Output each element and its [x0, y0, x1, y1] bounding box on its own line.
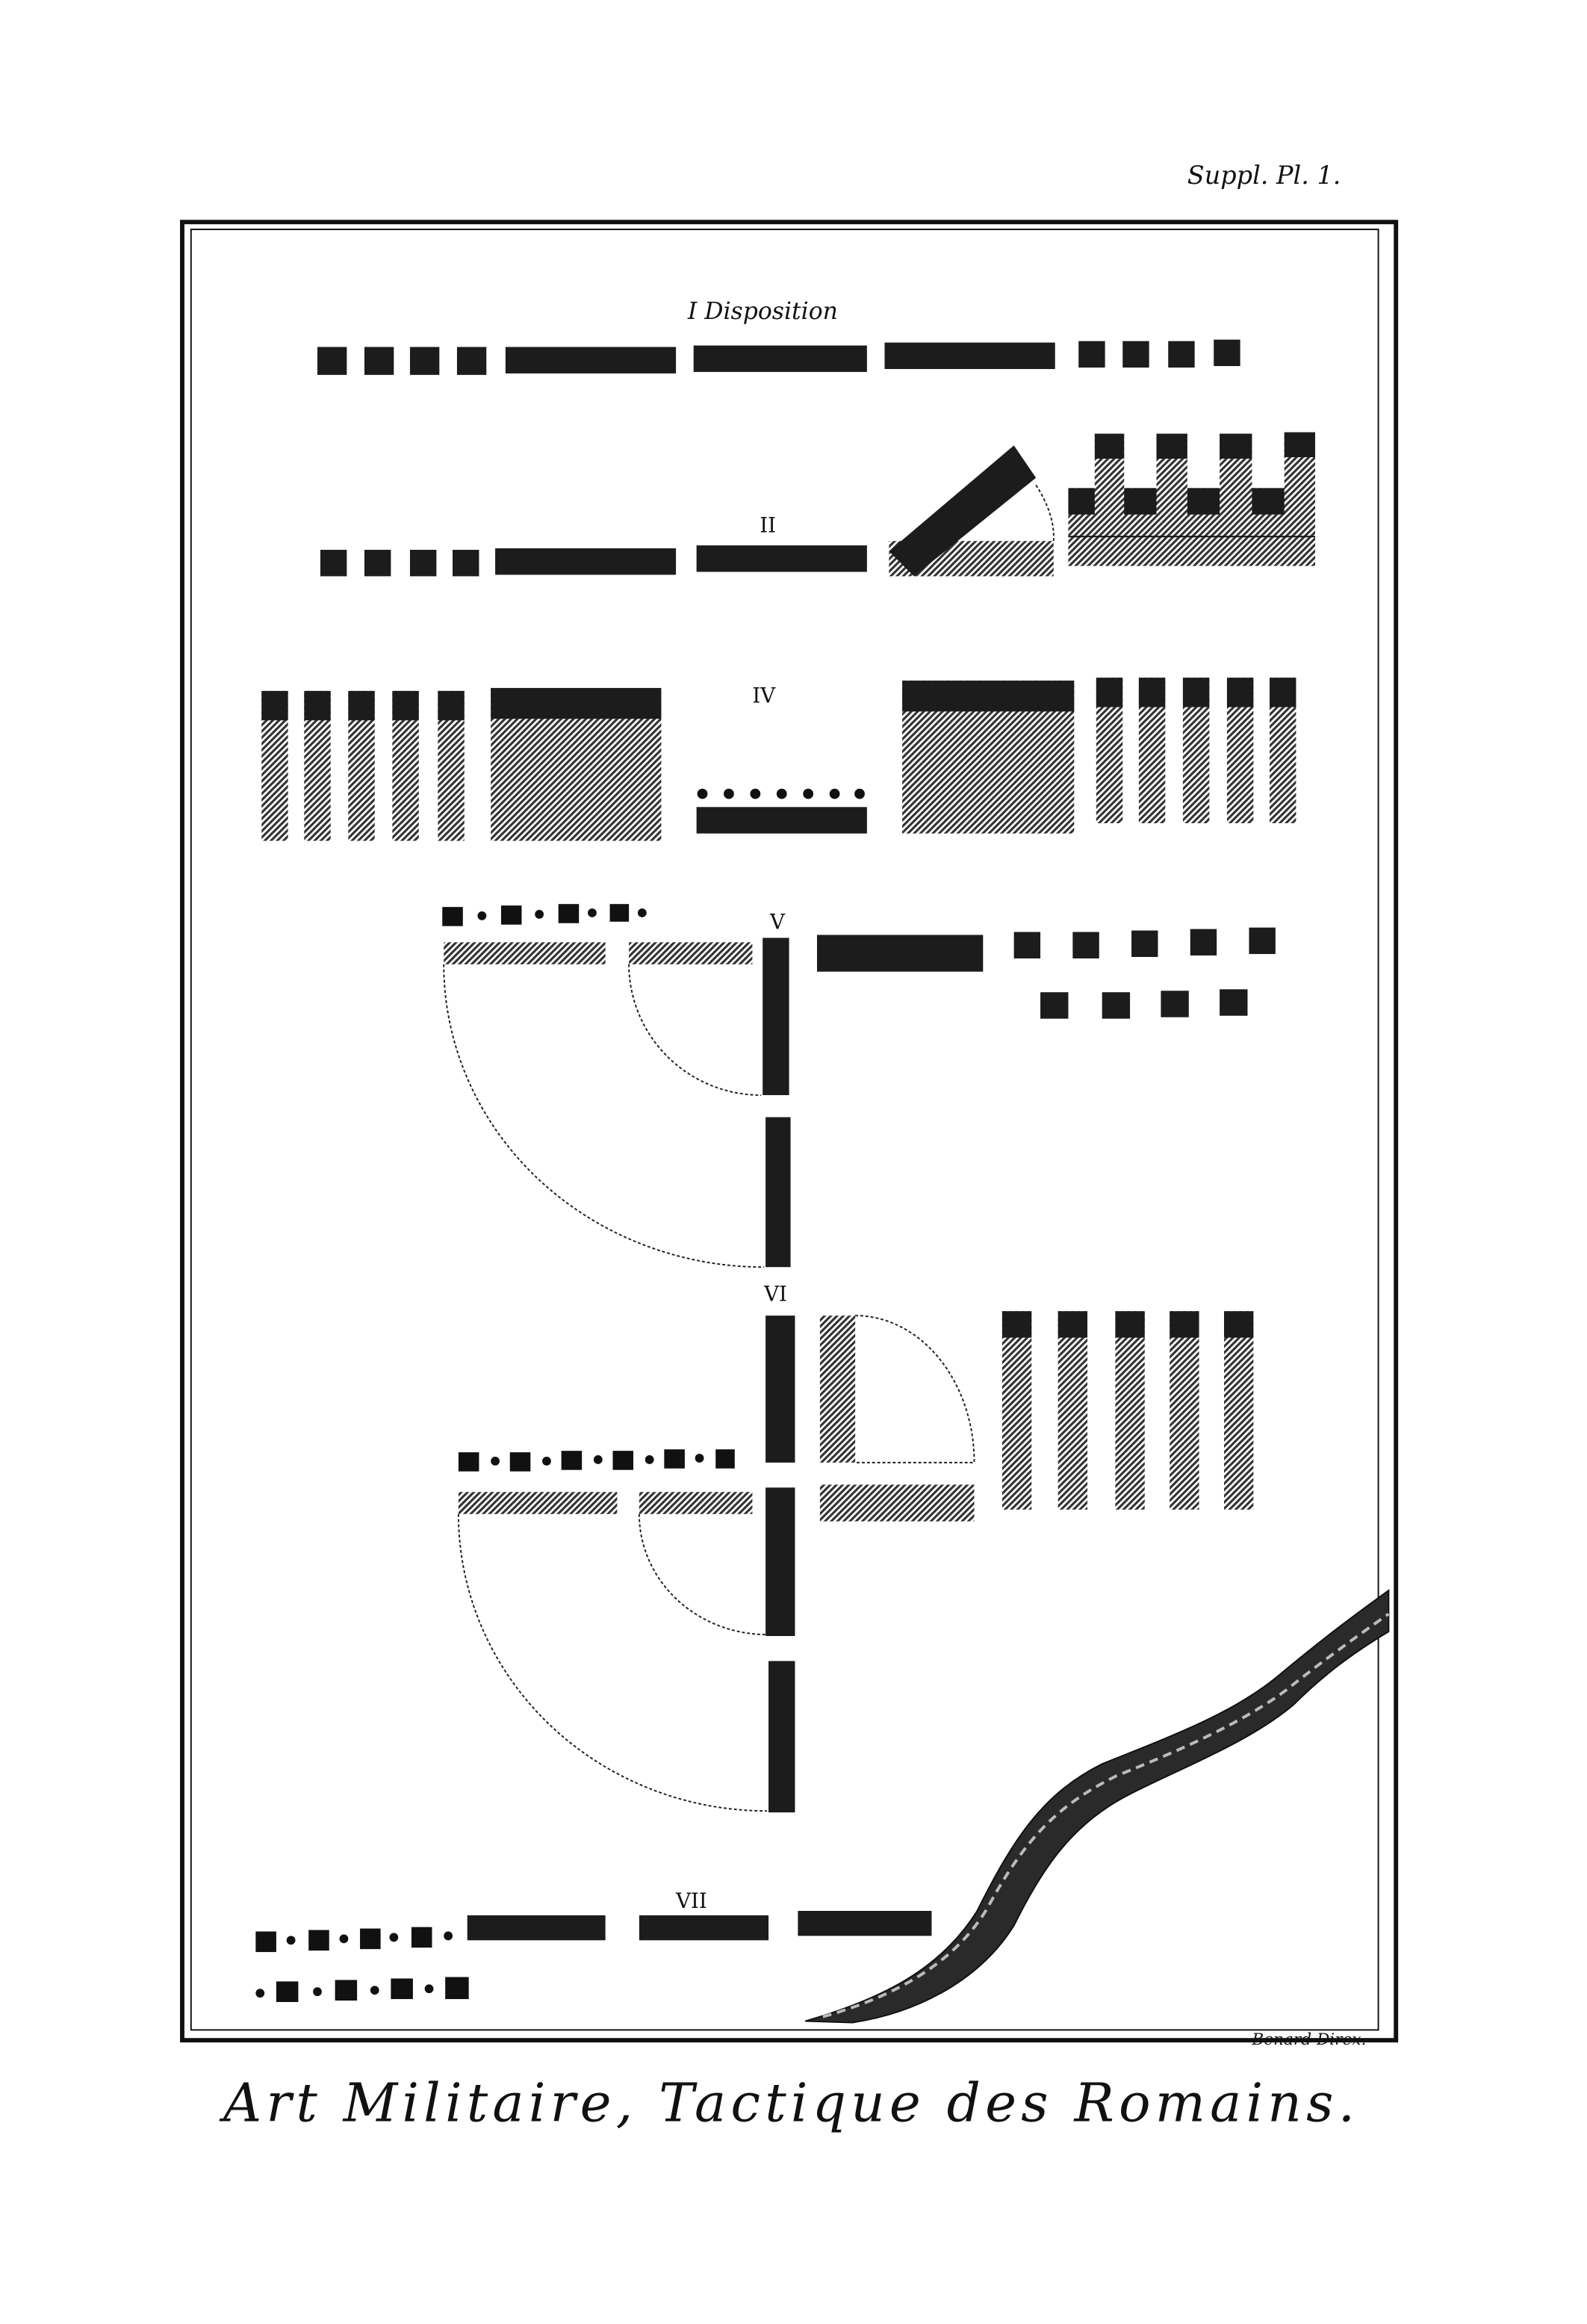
wheel-arc-outer: [443, 964, 765, 1268]
wheel-arc-inner: [638, 1513, 768, 1636]
figure-vii-label: VII: [675, 1889, 707, 1913]
velites-square: [456, 347, 487, 375]
velites-square: [317, 347, 347, 375]
figure-i-disposition: [317, 339, 1240, 375]
right-columns: [1096, 678, 1296, 823]
plate-number: Suppl. Pl. 1.: [1187, 161, 1341, 190]
velites-dots: [697, 788, 865, 799]
figure-vii: [255, 1910, 932, 2002]
velites-square: [364, 347, 394, 375]
figure-i-label: I Disposition: [687, 298, 838, 325]
figure-vi-label: VI: [763, 1282, 787, 1306]
velites-row: [442, 904, 647, 926]
velites-row: [458, 1449, 735, 1472]
velites-square: [409, 347, 440, 375]
legion-bar: [505, 347, 677, 374]
river-texture: [822, 1612, 1390, 2018]
velites-square: [1168, 341, 1195, 368]
velites-row-rear: [255, 1977, 469, 2002]
legion-bar: [693, 345, 867, 372]
legion-bar: [696, 807, 867, 834]
wheel-arc-outer: [457, 1513, 768, 1812]
velites-square: [1214, 339, 1240, 367]
left-columns: [261, 690, 465, 841]
legion-bar: [884, 342, 1055, 369]
plate-frame-inner: [190, 229, 1379, 2031]
figure-v: [442, 904, 1276, 1268]
velites-square: [453, 549, 479, 577]
wheel-arc-upper: [855, 1315, 975, 1463]
figure-ii: [320, 432, 1315, 577]
velites-square: [1122, 341, 1149, 368]
legion-bar: [696, 545, 867, 572]
figure-iv: [261, 678, 1296, 841]
wheel-arc-inner: [628, 964, 762, 1096]
figure-ii-label: II: [760, 513, 776, 537]
engraver-credit: Benard Direx.: [1251, 2030, 1366, 2049]
columns: [1001, 1311, 1254, 1510]
legion-bar: [495, 548, 677, 575]
velites-square: [320, 549, 347, 577]
plate-frame-outer: [180, 220, 1399, 2043]
figure-vi: [457, 1311, 1254, 1813]
plate-title: Art Militaire, Tactique des Romains.: [219, 2072, 1355, 2134]
velites-square: [1078, 341, 1105, 368]
river: [804, 1589, 1390, 2024]
figure-v-label: V: [769, 911, 786, 935]
velites-square: [409, 549, 437, 577]
velites-square: [364, 549, 391, 577]
figure-iv-label: IV: [752, 684, 776, 708]
velites-row-front: [255, 1927, 453, 1953]
wheel-arc: [1035, 484, 1055, 542]
wheeling-bar: [889, 445, 1037, 577]
